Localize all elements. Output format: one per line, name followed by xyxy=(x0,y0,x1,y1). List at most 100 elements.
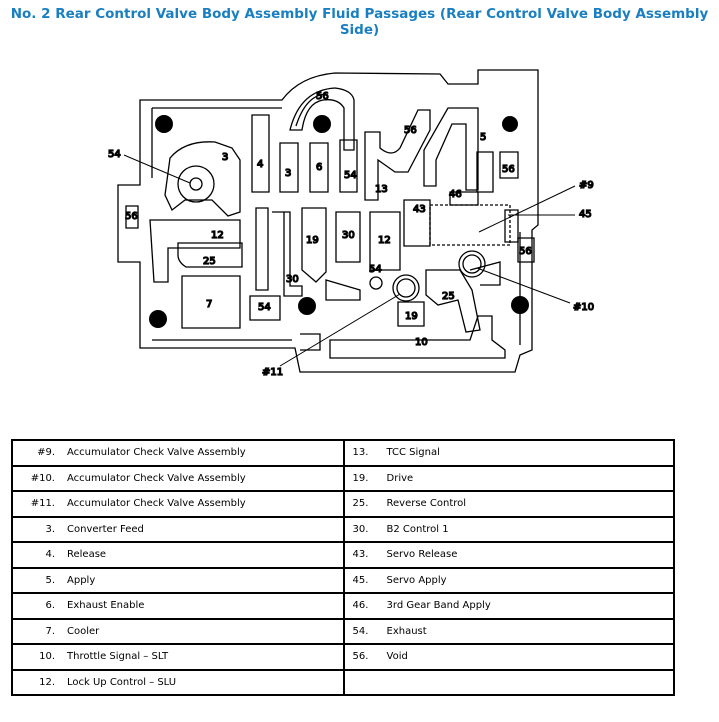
body-outline-inner xyxy=(151,107,521,345)
label-12: 12 xyxy=(211,230,224,241)
legend-cell-left: #10. Accumulator Check Valve Assembly xyxy=(11,464,345,492)
legend-number: 25. xyxy=(352,498,369,510)
label-43: 43 xyxy=(413,204,426,215)
title-line-1: No. 2 Rear Control Valve Body Assembly F… xyxy=(10,6,709,22)
legend-cell-left: 3.Converter Feed xyxy=(11,515,345,543)
label-3: 3 xyxy=(222,152,228,163)
label-25: 25 xyxy=(442,291,455,302)
legend-cell-right: 13. TCC Signal xyxy=(342,439,676,467)
legend-description: Throttle Signal – SLT xyxy=(67,651,169,663)
label-3: 3 xyxy=(285,168,291,179)
passage-legend-table: #9. Accumulator Check Valve Assembly 13. TC… xyxy=(11,439,676,696)
label-56: 56 xyxy=(519,246,532,257)
legend-number: 43. xyxy=(352,549,369,561)
legend-number: 4. xyxy=(45,549,55,561)
label-56: 56 xyxy=(316,91,329,102)
legend-cell-right: 45. Servo Apply xyxy=(342,566,676,594)
label-check-valve-11: #11 xyxy=(262,367,283,378)
legend-description: Servo Release xyxy=(386,549,458,561)
legend-cell-left: 10. Throttle Signal – SLT xyxy=(11,643,345,671)
label-56: 56 xyxy=(125,211,138,222)
legend-number: 19. xyxy=(352,472,369,484)
legend-row: #10. Accumulator Check Valve Assembly 19. D… xyxy=(11,464,676,492)
legend-description: Accumulator Check Valve Assembly xyxy=(67,447,246,459)
legend-description: Accumulator Check Valve Assembly xyxy=(67,498,246,510)
diagram-labels: 56 56 5 3 4 3 6 54 54 56 13 46 #9 45 56 … xyxy=(107,90,594,378)
label-19: 19 xyxy=(405,311,418,322)
label-4: 4 xyxy=(257,159,263,170)
legend-description: Exhaust Enable xyxy=(67,600,145,612)
legend-cell-left: #11.Accumulator Check Valve Assembly xyxy=(11,490,345,518)
legend-number: #10. xyxy=(30,472,55,484)
legend-number: 56. xyxy=(352,651,369,663)
legend-description: Reverse Control xyxy=(386,498,467,510)
label-check-valve-9: #9 xyxy=(579,180,594,191)
legend-number: 7. xyxy=(45,625,55,637)
legend-row: #11.Accumulator Check Valve Assembly 25. R… xyxy=(11,490,676,518)
label-54: 54 xyxy=(369,264,382,275)
fluid-passages xyxy=(125,87,535,359)
legend-row: 4. Release 43. Servo Release xyxy=(11,541,676,569)
legend-number: 12. xyxy=(39,676,55,688)
legend-number: 45. xyxy=(352,574,369,586)
legend-number: 54. xyxy=(352,625,369,637)
legend-cell-right: 46.3rd Gear Band Apply xyxy=(342,592,676,620)
legend-number: 46. xyxy=(352,600,369,612)
legend-description: Lock Up Control – SLU xyxy=(67,676,177,688)
label-30: 30 xyxy=(342,230,355,241)
label-13: 13 xyxy=(375,184,388,195)
legend-cell-left: 5. Apply xyxy=(11,566,345,594)
label-19: 19 xyxy=(306,235,319,246)
label-54: 54 xyxy=(108,149,121,160)
label-12: 12 xyxy=(378,235,391,246)
mounting-holes xyxy=(149,115,529,328)
legend-description: Release xyxy=(67,549,107,561)
legend-cell-right: 25. Reverse Control xyxy=(342,490,676,518)
legend-cell-right xyxy=(342,668,676,696)
legend-description: Cooler xyxy=(67,625,100,637)
legend-description: Apply xyxy=(67,574,96,586)
label-45: 45 xyxy=(579,209,592,220)
label-56: 56 xyxy=(404,125,417,136)
legend-number: 10. xyxy=(39,651,55,663)
label-30: 30 xyxy=(286,274,299,285)
label-46: 46 xyxy=(449,189,462,200)
label-25: 25 xyxy=(203,256,216,267)
legend-description: Servo Apply xyxy=(386,574,447,586)
label-54: 54 xyxy=(258,302,271,313)
legend-cell-left: #9. Accumulator Check Valve Assembly xyxy=(11,439,345,467)
legend-cell-right: 56. Void xyxy=(342,643,676,671)
legend-cell-left: 7. Cooler xyxy=(11,617,345,645)
label-5: 5 xyxy=(480,132,486,143)
legend-description: Drive xyxy=(386,472,414,484)
legend-row: 12. Lock Up Control – SLU xyxy=(11,668,676,696)
legend-cell-right: 19. Drive xyxy=(342,464,676,492)
legend-cell-left: 4. Release xyxy=(11,541,345,569)
legend-cell-right: 30.B2 Control 1 xyxy=(342,515,676,543)
legend-number: 3. xyxy=(45,523,55,535)
legend-description: Accumulator Check Valve Assembly xyxy=(67,472,246,484)
legend-row: #9. Accumulator Check Valve Assembly 13. TC… xyxy=(11,439,676,467)
legend-cell-right: 43. Servo Release xyxy=(342,541,676,569)
legend-row: 7. Cooler 54. Exhaust xyxy=(11,617,676,645)
title-line-2: Side) xyxy=(339,22,380,38)
legend-row: 5. Apply 45. Servo Apply xyxy=(11,566,676,594)
legend-cell-left: 6. Exhaust Enable xyxy=(11,592,345,620)
label-56: 56 xyxy=(502,164,515,175)
legend-description: TCC Signal xyxy=(386,447,440,459)
valve-body-diagram: 56 56 5 3 4 3 6 54 54 56 13 46 #9 45 56 … xyxy=(107,69,595,379)
legend-number: #9. xyxy=(37,447,55,459)
label-7: 7 xyxy=(206,299,212,310)
legend-description: Void xyxy=(386,651,408,663)
label-check-valve-10: #10 xyxy=(573,302,594,313)
legend-number: 5. xyxy=(45,574,55,586)
legend-row: 10. Throttle Signal – SLT 56. Void xyxy=(11,643,676,671)
legend-cell-right: 54. Exhaust xyxy=(342,617,676,645)
label-10: 10 xyxy=(415,337,428,348)
label-54: 54 xyxy=(344,170,357,181)
legend-description: Exhaust xyxy=(386,625,427,637)
legend-number: 6. xyxy=(45,600,55,612)
legend-number: 13. xyxy=(352,447,369,459)
legend-description: B2 Control 1 xyxy=(386,523,449,535)
